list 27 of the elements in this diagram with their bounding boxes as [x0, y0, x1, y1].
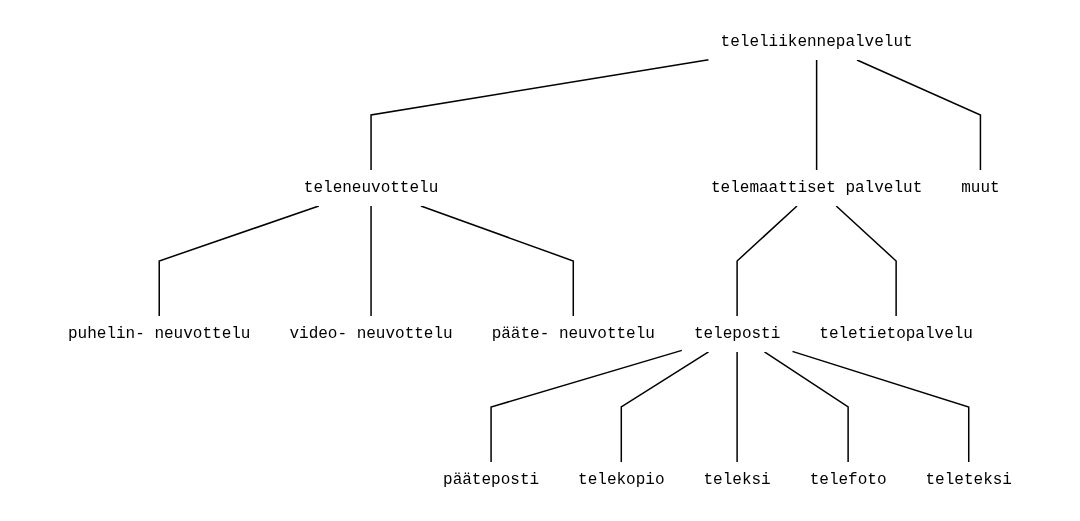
connector [490, 349, 683, 463]
connector [835, 204, 897, 317]
node-text: pääteposti [443, 470, 540, 489]
connector [736, 350, 738, 463]
node-text: pääte- neuvottelu [491, 324, 655, 343]
connector [736, 204, 798, 317]
connector [370, 204, 372, 317]
connector [763, 350, 849, 463]
connector [791, 350, 970, 463]
connector [420, 204, 575, 317]
connector [856, 58, 982, 171]
node-text: teleksi [703, 470, 771, 489]
node-text: video- neuvottelu [289, 324, 453, 343]
connector [370, 58, 710, 171]
node-text: teletietopalvelu [819, 324, 973, 343]
node-text: teleposti [693, 324, 781, 343]
node-text: teleneuvottelu [303, 178, 439, 197]
node-text: puhelin- neuvottelu [68, 324, 251, 343]
connector [158, 204, 320, 317]
connector [620, 350, 710, 463]
node-text: teleteksi [925, 470, 1012, 489]
node-text: telekopio [578, 470, 665, 489]
node-text: telefoto [809, 470, 887, 489]
node-text: teleliikennepalvelut [720, 32, 913, 51]
node-text: muut [961, 178, 1000, 197]
connector [815, 58, 818, 171]
node-text: telemaattiset palvelut [711, 178, 923, 197]
